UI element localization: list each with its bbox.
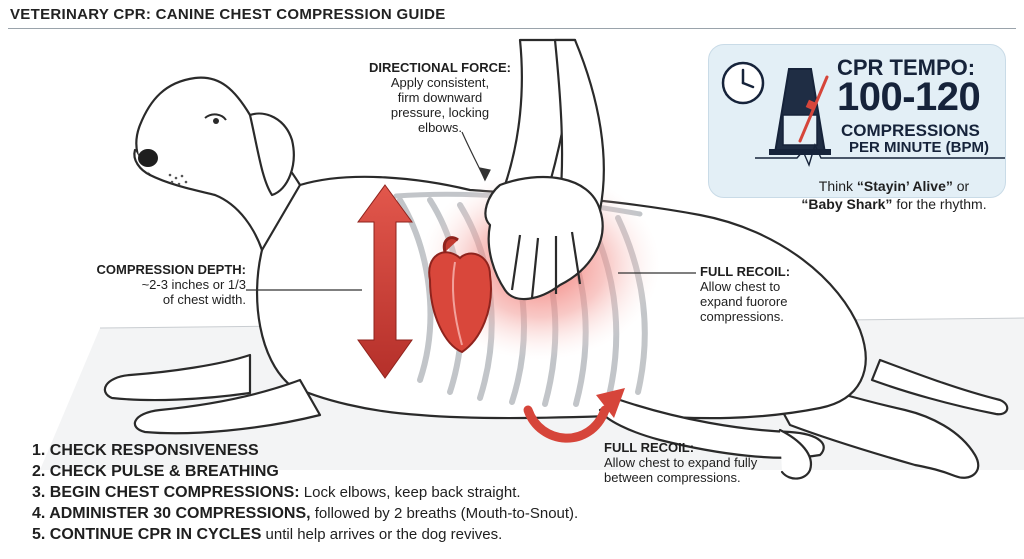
full-recoil-callout-bottom: FULL RECOIL: Allow chest to expand fully… xyxy=(604,440,804,485)
full-recoil-line: Allow chest to expand fully xyxy=(604,455,758,470)
depth-arrow-icon xyxy=(357,184,413,379)
page-title: VETERINARY CPR: CANINE CHEST COMPRESSION… xyxy=(10,6,446,23)
full-recoil-line: between compressions. xyxy=(604,470,741,485)
compression-depth-callout: COMPRESSION DEPTH: ~2-3 inches or 1/3 of… xyxy=(76,262,246,307)
tempo-title: CPR TEMPO: xyxy=(837,55,976,80)
rhythm-tip: Think “Stayin’ Alive” or “Baby Shark” fo… xyxy=(779,177,1009,213)
tempo-rate: 100-120 xyxy=(837,75,981,119)
step-detail: until help arrives or the dog revives. xyxy=(261,526,503,543)
song-baby-shark: “Baby Shark” xyxy=(801,196,893,212)
directional-force-line: elbows. xyxy=(417,120,463,135)
directional-force-line: firm downward xyxy=(397,90,483,105)
song-stayin-alive: “Stayin’ Alive” xyxy=(856,178,953,194)
step-item: 2. CHECK PULSE & BREATHING xyxy=(32,461,578,482)
directional-force-callout: DIRECTIONAL FORCE: Apply consistent, fir… xyxy=(366,60,514,135)
directional-force-heading: DIRECTIONAL FORCE: xyxy=(368,60,512,75)
step-item: 5. CONTINUE CPR IN CYCLES until help arr… xyxy=(32,524,578,545)
heart-icon xyxy=(428,236,492,354)
clock-icon xyxy=(721,61,765,105)
title-divider xyxy=(8,28,1016,29)
directional-force-line: Apply consistent, xyxy=(390,75,490,90)
step-item: 3. BEGIN CHEST COMPRESSIONS: Lock elbows… xyxy=(32,482,578,503)
step-title: 5. CONTINUE CPR IN CYCLES xyxy=(32,526,262,543)
rhythm-tip-or: or xyxy=(952,178,970,194)
cpr-steps-list: 1. CHECK RESPONSIVENESS 2. CHECK PULSE &… xyxy=(32,440,578,545)
callout-leaders xyxy=(246,131,696,291)
full-recoil-heading: FULL RECOIL: xyxy=(604,440,695,455)
compression-depth-line: of chest width. xyxy=(162,292,246,307)
full-recoil-callout-right: FULL RECOIL: Allow chest to expand fuoro… xyxy=(700,264,820,324)
step-item: 1. CHECK RESPONSIVENESS xyxy=(32,440,578,461)
cpr-tempo-panel: CPR TEMPO: 100-120 COMPRESSIONS PER MINU… xyxy=(708,44,1006,212)
full-recoil-heading: FULL RECOIL: xyxy=(700,264,791,279)
step-title: 4. ADMINISTER 30 COMPRESSIONS, xyxy=(32,505,311,522)
step-item: 4. ADMINISTER 30 COMPRESSIONS, followed … xyxy=(32,503,578,524)
full-recoil-line: compressions. xyxy=(700,309,784,324)
compression-depth-line: ~2-3 inches or 1/3 xyxy=(141,277,246,292)
rhythm-tip-prefix: Think xyxy=(818,178,857,194)
full-recoil-line: Allow chest to xyxy=(700,279,781,294)
rhythm-tip-suffix: for the rhythm. xyxy=(892,196,987,212)
recoil-arrow-icon xyxy=(523,388,625,443)
metronome-icon xyxy=(769,68,831,155)
directional-force-line: pressure, locking xyxy=(390,105,490,120)
full-recoil-line: expand fuorore xyxy=(700,294,788,309)
tempo-unit-line1: COMPRESSIONS xyxy=(841,121,980,140)
step-detail: followed by 2 breaths (Mouth-to-Snout). xyxy=(310,505,579,522)
tempo-icons xyxy=(721,61,1005,168)
step-detail: Lock elbows, keep back straight. xyxy=(299,484,521,501)
compression-depth-heading: COMPRESSION DEPTH: xyxy=(96,262,246,277)
step-title: 3. BEGIN CHEST COMPRESSIONS: xyxy=(32,484,300,501)
dog-face-details xyxy=(138,113,227,186)
step-title: 1. CHECK RESPONSIVENESS xyxy=(32,442,259,459)
rescuer-hands xyxy=(484,38,605,301)
step-title: 2. CHECK PULSE & BREATHING xyxy=(32,463,279,480)
heartbeat-line-icon xyxy=(755,143,1005,168)
tempo-unit-line2: PER MINUTE (BPM) xyxy=(849,139,989,156)
